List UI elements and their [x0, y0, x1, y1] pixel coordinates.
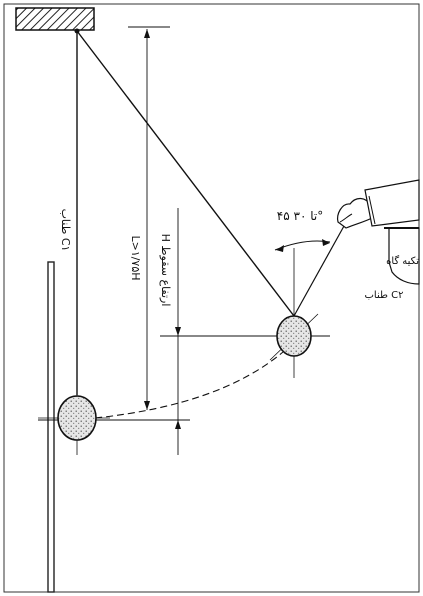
sleeve-cuff [368, 195, 376, 225]
swing-arc [94, 351, 284, 419]
rest-sack [57, 395, 97, 441]
height-arrow-top [175, 327, 181, 336]
cable-c2-line [293, 225, 345, 317]
angle-label: ۴۵ تا ۳۰° [277, 209, 323, 223]
inclined-cable-line [76, 30, 295, 317]
length-arrow-bottom [144, 401, 150, 410]
angle-arrow-right [322, 239, 330, 246]
raised-sack [276, 315, 312, 357]
outer-frame [3, 3, 420, 593]
ceiling-anchor [15, 7, 95, 31]
cable-c2-label: طناب C۲ [365, 290, 404, 301]
height-dimension-label: H ارتفاع سقوط [159, 234, 172, 307]
support-platform [388, 227, 420, 285]
support-label: تکیه گاه [386, 255, 419, 267]
cable-c1-label: طناب C۱ [59, 209, 72, 252]
height-arrow-bottom [175, 420, 181, 429]
length-dimension-label: L>۱/۷۵H [129, 235, 142, 280]
hand-icon [337, 197, 373, 229]
vertical-post [47, 261, 55, 593]
angle-arrow-left [276, 245, 284, 252]
length-arrow-top [144, 29, 150, 38]
finger-detail [339, 213, 353, 223]
sleeve-icon [364, 179, 420, 227]
